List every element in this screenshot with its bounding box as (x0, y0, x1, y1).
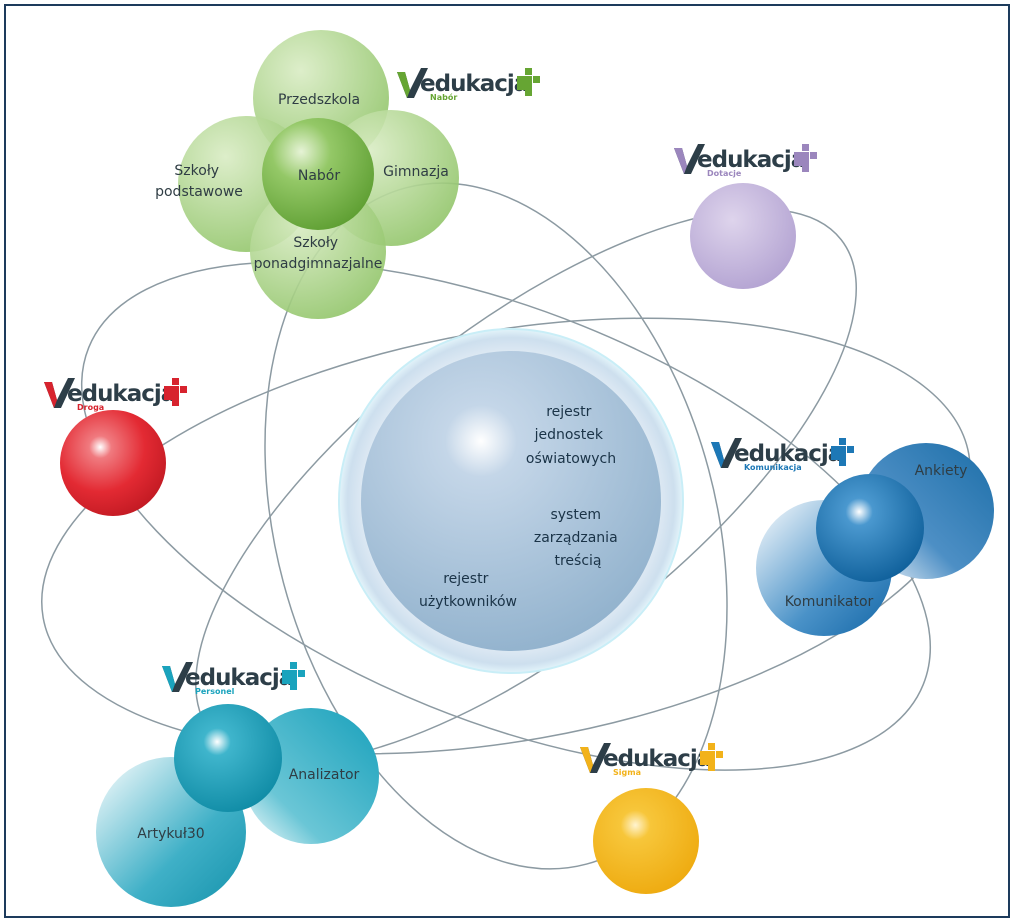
logo-personel-sub: Personel (195, 687, 235, 696)
edukacja-system-diagram: rejestr jednostek oświatowych system zar… (41, 30, 994, 907)
center-label-units: rejestr jednostek oświatowych (526, 404, 616, 467)
label-ponadgimnazjalne: Szkoły ponadgimnazjalne (254, 235, 383, 272)
logo-dotacje-sub: Dotacje (707, 169, 742, 178)
logo-nabor: edukacja Nabór (397, 68, 540, 102)
logo-personel-text: edukacja (185, 665, 293, 691)
logo-droga-text: edukacja (67, 381, 175, 407)
logo-nabor-sub: Nabór (430, 92, 457, 102)
logo-droga-sub: Droga (77, 403, 104, 412)
logo-dotacje: edukacja Dotacje (674, 144, 817, 178)
logo-komunikacja-sub: Komunikacja (744, 463, 802, 472)
sphere-dotacje (690, 183, 796, 289)
label-gimnazja: Gimnazja (383, 164, 449, 180)
module-nabor: Przedszkola Nabór Gimnazja Szkoły podsta… (155, 30, 459, 319)
bubble-nabor (262, 118, 374, 230)
logo-nabor-text: edukacja (420, 71, 528, 97)
orbit-ellipse (81, 261, 931, 771)
label-nabor: Nabór (298, 168, 341, 184)
logo-personel: edukacja Personel (162, 662, 305, 696)
sphere-komunikacja (816, 474, 924, 582)
logo-sigma-text: edukacja (603, 746, 711, 772)
module-komunikacja: Ankiety Komunikator (756, 443, 994, 636)
sphere-droga (60, 410, 166, 516)
logo-droga: edukacja Droga (44, 378, 187, 412)
logo-dotacje-text: edukacja (697, 147, 805, 173)
center-label-cms: system zarządzania treścią (534, 507, 622, 569)
label-ankiety: Ankiety (915, 463, 968, 479)
logo-komunikacja: edukacja Komunikacja (711, 438, 854, 472)
central-core-sphere (361, 351, 661, 651)
diagram-frame: rejestr jednostek oświatowych system zar… (4, 4, 1010, 918)
sphere-sigma (593, 788, 699, 894)
label-przedszkola: Przedszkola (278, 92, 360, 108)
sphere-personel (174, 704, 282, 812)
label-analizator: Analizator (289, 767, 360, 783)
center-label-users: rejestr użytkowników (419, 571, 517, 610)
label-artykul30: Artykuł30 (137, 826, 204, 842)
label-podstawowe: Szkoły podstawowe (155, 163, 243, 200)
label-komunikator: Komunikator (785, 594, 874, 610)
module-personel: Analizator Artykuł30 (96, 704, 379, 907)
logo-sigma-sub: Sigma (613, 768, 641, 777)
central-core: rejestr jednostek oświatowych system zar… (338, 328, 684, 674)
logo-sigma: edukacja Sigma (580, 743, 723, 777)
logo-komunikacja-text: edukacja (734, 441, 842, 467)
